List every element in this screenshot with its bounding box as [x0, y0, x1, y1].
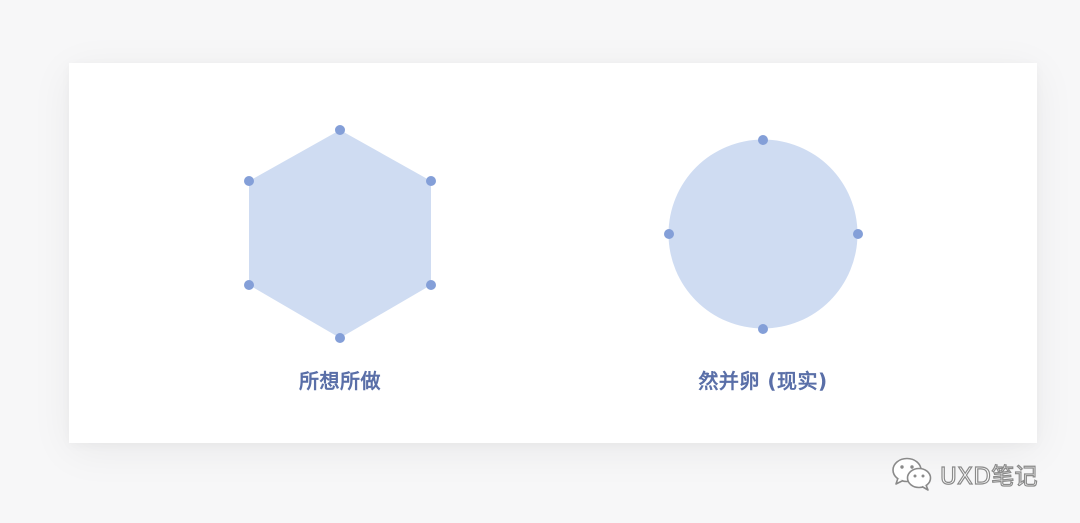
hexagon-vertex-bottom — [335, 333, 345, 343]
circle-shape — [668, 139, 858, 329]
hexagon-vertex-upper-right — [426, 176, 436, 186]
circle-vertex-top — [758, 135, 768, 145]
watermark-text: UXD笔记 — [939, 463, 1038, 490]
circle-vertex-right — [853, 229, 863, 239]
watermark: UXD笔记 — [890, 456, 1038, 492]
hexagon-caption: 所想所做 — [299, 369, 381, 393]
circle-vertex-left — [664, 229, 674, 239]
diagram-card: 所想所做 然并卵 (现实) — [69, 63, 1037, 443]
hexagon-shape-group — [244, 125, 436, 343]
circle-caption: 然并卵 (现实) — [698, 369, 828, 393]
hexagon-vertex-lower-right — [426, 280, 436, 290]
hexagon-vertex-lower-left — [244, 280, 254, 290]
hexagon-vertex-upper-left — [244, 176, 254, 186]
hexagon-vertex-top — [335, 125, 345, 135]
comparison-figure — [244, 125, 863, 343]
circle-shape-group — [664, 135, 863, 334]
wechat-icon — [892, 457, 932, 491]
circle-vertex-bottom — [758, 324, 768, 334]
hexagon-shape — [249, 130, 431, 338]
